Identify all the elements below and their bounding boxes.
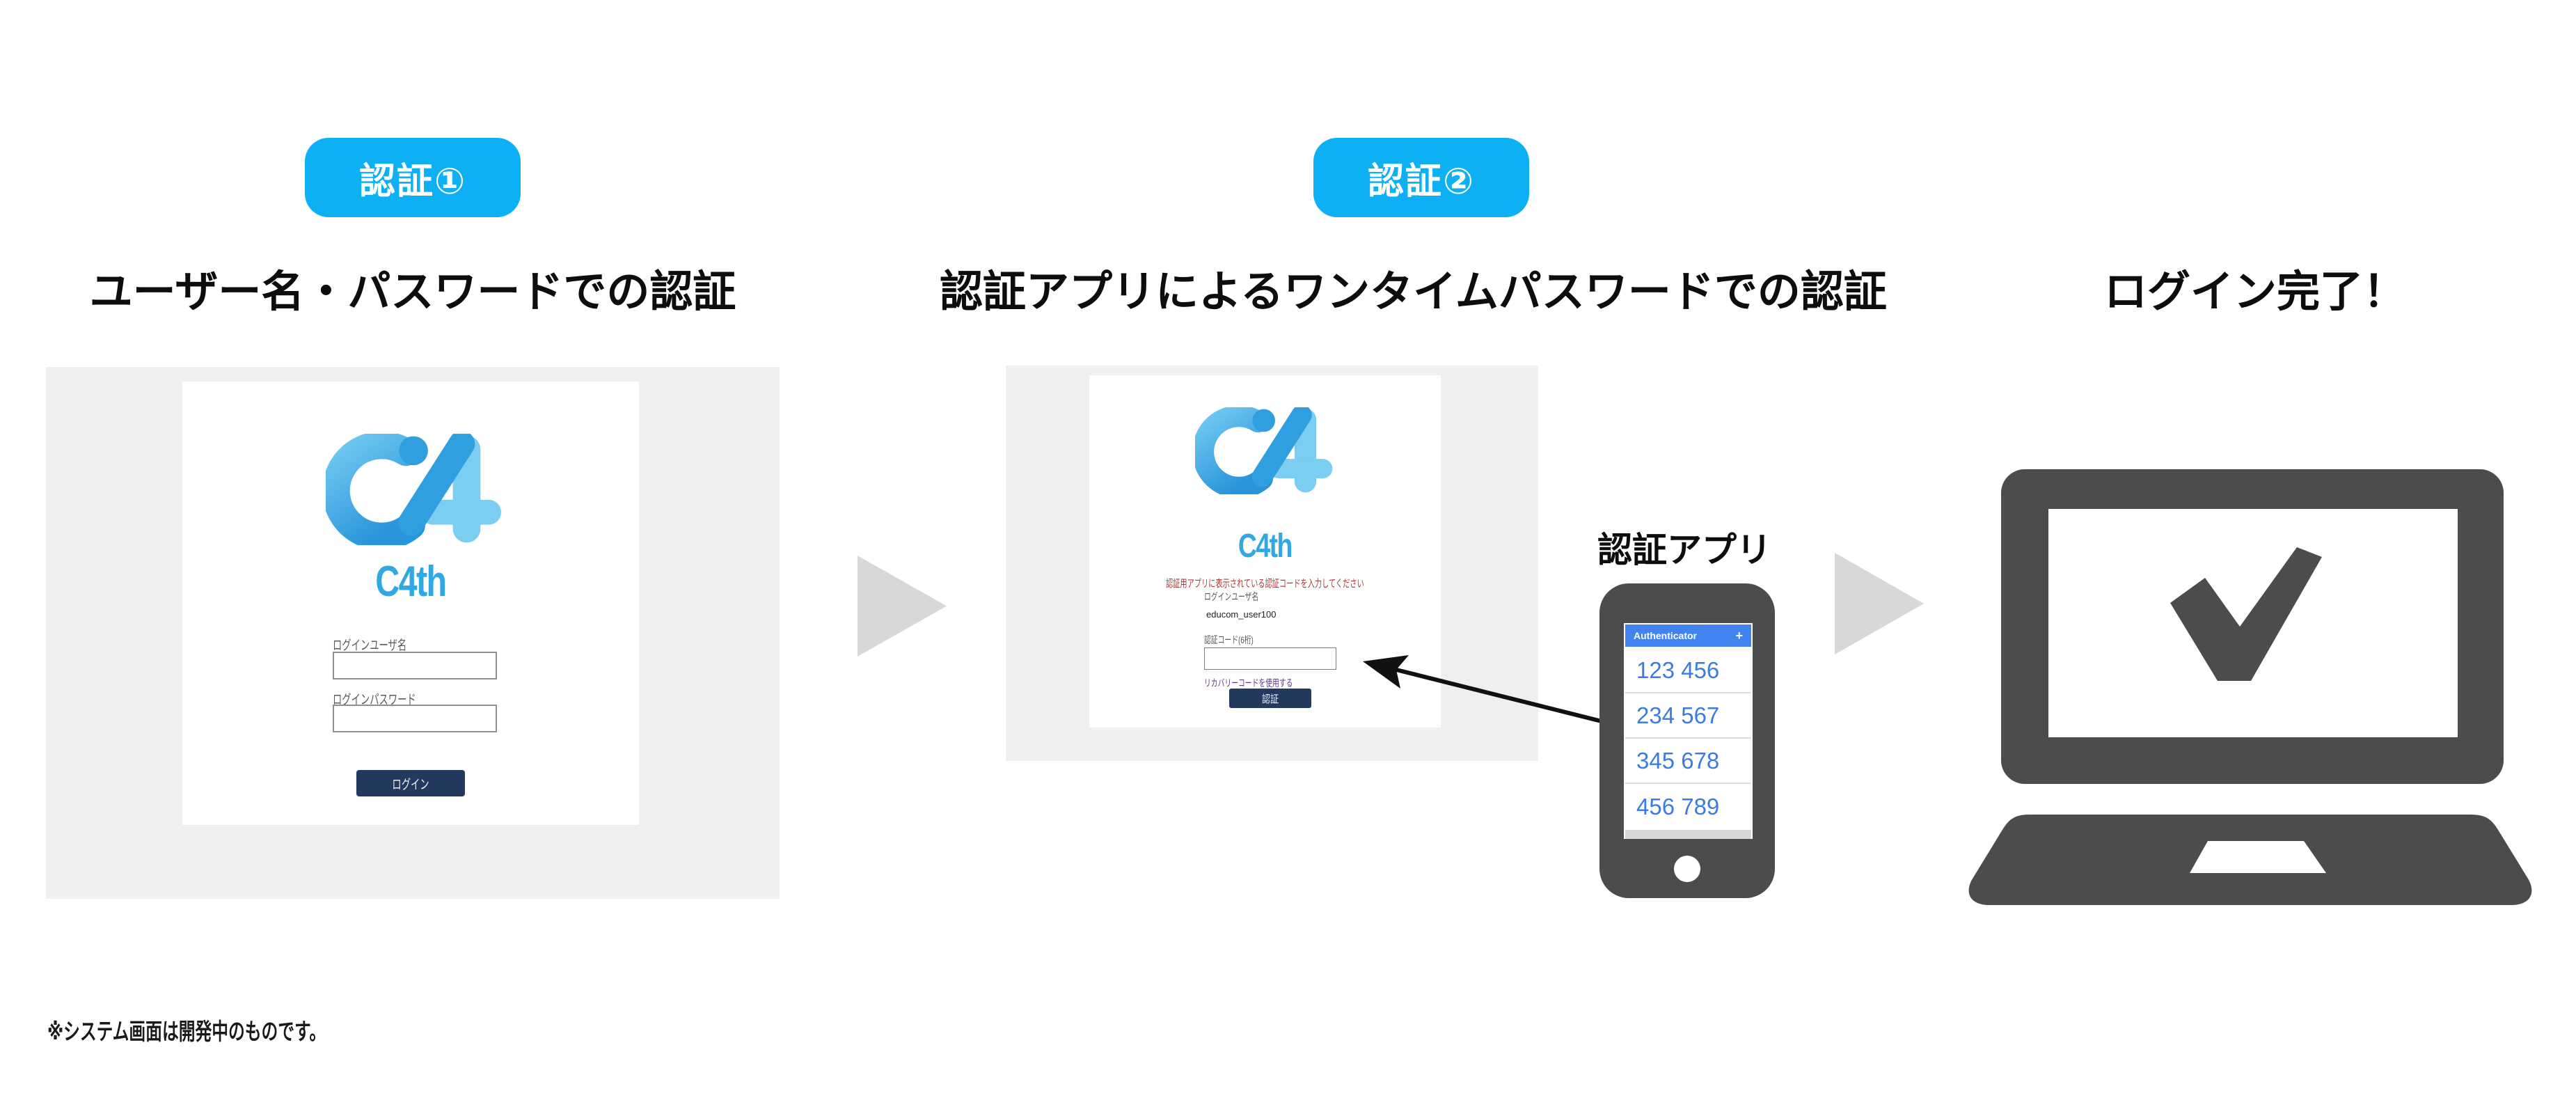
c4th-logo-icon: [1195, 407, 1333, 494]
login-complete-title: ログイン完了！: [2103, 268, 2406, 316]
login-username-label: ログインユーザ名: [333, 638, 407, 653]
login-button[interactable]: ログイン: [356, 770, 465, 796]
checkmark-icon: [2170, 547, 2322, 681]
otp-username-value: educom_user100: [1206, 609, 1277, 620]
smartphone: Authenticator + 123 456 234 567 345 678 …: [1599, 583, 1775, 898]
pointer-arrow-icon: [1363, 655, 1605, 724]
otp-code-input[interactable]: [1204, 647, 1336, 670]
flow-arrow-right-icon: [1835, 553, 1924, 654]
otp-username-label: ログインユーザ名: [1204, 591, 1259, 602]
authenticator-label: 認証アプリ: [1597, 531, 1771, 569]
otp-code-label: 認証コード(6桁): [1204, 634, 1254, 645]
otp-code-item: 456 789: [1636, 793, 1720, 819]
otp-logo-text: C4th: [1238, 528, 1293, 565]
login-logo-text: C4th: [375, 558, 447, 606]
otp-code-item: 234 567: [1625, 693, 1751, 739]
otp-screenshot-panel: C4th 認証用アプリに表示されている認証コードを入力してください ログインユー…: [1006, 366, 1538, 761]
login-password-label: ログインパスワード: [333, 693, 416, 707]
login-username-input[interactable]: [333, 652, 497, 679]
add-account-button[interactable]: +: [1735, 628, 1743, 643]
step1-badge: 認証①: [305, 138, 521, 217]
footnote: ※システム画面は開発中のものです。: [47, 1019, 326, 1044]
phone-home-button[interactable]: [1674, 856, 1700, 882]
otp-card: C4th 認証用アプリに表示されている認証コードを入力してください ログインユー…: [1089, 375, 1441, 728]
otp-code-field-wrap: [1204, 647, 1336, 670]
step2-title: 認証アプリによるワンタイムパスワードでの認証: [940, 268, 1887, 316]
c4th-logo-icon: [326, 434, 502, 545]
otp-auth-button[interactable]: 認証: [1229, 689, 1311, 708]
authenticator-app-header: Authenticator +: [1625, 624, 1751, 647]
laptop-checkmark-icon: [1968, 469, 2532, 905]
step2-badge-label: 認証②: [1367, 161, 1476, 202]
login-card: C4th ログインユーザ名 ログインパスワード ログイン: [182, 382, 639, 825]
step1-badge-label: 認証①: [358, 161, 467, 202]
authenticator-app-screen: Authenticator + 123 456 234 567 345 678 …: [1624, 623, 1753, 839]
step2-badge: 認証②: [1313, 138, 1529, 217]
login-password-field-wrap: [333, 705, 497, 732]
flow-arrow-right-icon: [858, 556, 947, 657]
recovery-code-link[interactable]: リカバリーコードを使用する: [1204, 677, 1293, 689]
authenticator-app-title: Authenticator: [1634, 630, 1697, 641]
step1-title: ユーザー名・パスワードでの認証: [89, 268, 736, 316]
login-screenshot-panel: C4th ログインユーザ名 ログインパスワード ログイン: [46, 367, 780, 899]
login-password-input[interactable]: [333, 705, 497, 732]
otp-code-item: 345 678: [1625, 739, 1751, 784]
otp-code-item: 123 456: [1625, 648, 1751, 693]
screen-scrollbar: [1625, 830, 1751, 839]
login-username-field-wrap: [333, 652, 497, 679]
otp-instruction: 認証用アプリに表示されている認証コードを入力してください: [1166, 578, 1364, 590]
